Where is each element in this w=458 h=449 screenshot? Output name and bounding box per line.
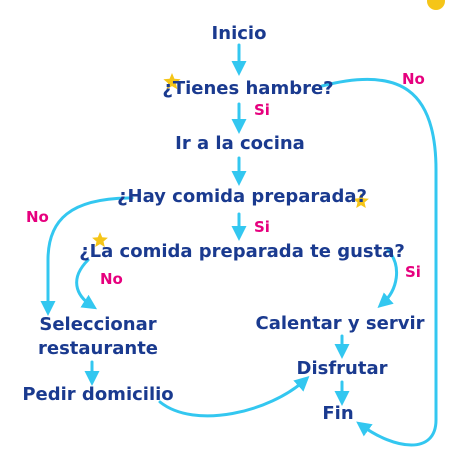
arrow-hay-no-seleccionar	[40, 196, 134, 316]
label-hambre-si: Si	[254, 101, 270, 119]
node-hay-comida: ¿Hay comida preparada?	[117, 186, 367, 207]
node-hambre: ¿Tienes hambre?	[162, 78, 334, 99]
node-seleccionar-line1: Seleccionar	[39, 314, 157, 335]
arrow-gusta-si-calentar	[377, 248, 399, 308]
corner-dot	[427, 0, 445, 10]
node-cocina: Ir a la cocina	[175, 133, 305, 154]
node-calentar: Calentar y servir	[255, 313, 425, 334]
star-icon-gusta	[92, 232, 108, 247]
arrow-pedir-disfrutar	[158, 375, 310, 418]
node-gusta: ¿La comida preparada te gusta?	[79, 241, 405, 262]
arrow-gusta-no-seleccionar	[75, 258, 98, 310]
node-inicio: Inicio	[211, 23, 267, 44]
node-seleccionar-line2: restaurante	[37, 338, 159, 359]
label-gusta-no: No	[100, 270, 123, 288]
node-fin: Fin	[322, 403, 354, 424]
node-pedir: Pedir domicilio	[22, 384, 174, 405]
star-icon-hambre	[163, 73, 181, 90]
star-icon-hay	[353, 193, 369, 208]
label-gusta-si: Si	[405, 263, 421, 281]
label-hay-no: No	[26, 208, 49, 226]
label-hay-si: Si	[254, 218, 270, 236]
arrow-hambre-no-fin	[320, 77, 438, 447]
node-disfrutar: Disfrutar	[296, 358, 388, 379]
label-hambre-no: No	[402, 70, 425, 88]
